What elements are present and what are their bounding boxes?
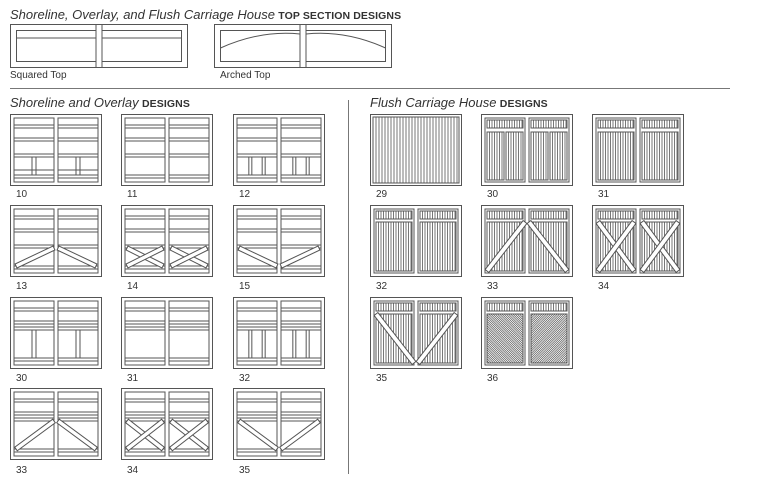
flush-heading: Flush Carriage House DESIGNS xyxy=(370,95,548,110)
shoreline-design-label: 30 xyxy=(16,373,28,384)
shoreline-design-diagram xyxy=(10,297,102,369)
shoreline-heading: Shoreline and Overlay DESIGNS xyxy=(10,95,190,110)
squared-top-label: Squared Top xyxy=(10,70,67,81)
shoreline-design-label: 14 xyxy=(127,281,139,292)
shoreline-design-label: 15 xyxy=(239,281,251,292)
column-divider xyxy=(348,100,349,474)
flush-design-label: 33 xyxy=(487,281,499,292)
flush-design-label: 34 xyxy=(598,281,610,292)
arched-top-label: Arched Top xyxy=(220,70,271,81)
shoreline-design-diagram xyxy=(121,205,213,277)
flush-design-label: 32 xyxy=(376,281,388,292)
shoreline-design-label: 34 xyxy=(127,465,139,476)
flush-design-diagram xyxy=(481,205,573,277)
squared-top-diagram xyxy=(10,24,188,68)
top-section-heading-italic: Shoreline, Overlay, and Flush Carriage H… xyxy=(10,7,275,22)
flush-design-diagram xyxy=(481,114,573,186)
shoreline-design-diagram xyxy=(233,388,325,460)
shoreline-design-label: 11 xyxy=(127,189,138,200)
shoreline-design-label: 13 xyxy=(16,281,28,292)
flush-design-diagram xyxy=(370,114,462,186)
flush-design-label: 35 xyxy=(376,373,388,384)
flush-design-label: 29 xyxy=(376,189,388,200)
flush-design-diagram xyxy=(370,205,462,277)
shoreline-heading-italic: Shoreline and Overlay xyxy=(10,95,139,110)
flush-design-label: 30 xyxy=(487,189,499,200)
arched-top-diagram xyxy=(214,24,392,68)
shoreline-design-diagram xyxy=(233,297,325,369)
shoreline-design-diagram xyxy=(121,114,213,186)
shoreline-design-diagram xyxy=(233,114,325,186)
section-divider xyxy=(10,88,730,89)
shoreline-design-label: 33 xyxy=(16,465,28,476)
shoreline-design-label: 32 xyxy=(239,373,251,384)
shoreline-design-diagram xyxy=(10,205,102,277)
shoreline-design-diagram xyxy=(233,205,325,277)
shoreline-design-diagram xyxy=(121,297,213,369)
flush-design-diagram xyxy=(370,297,462,369)
flush-design-diagram xyxy=(592,205,684,277)
shoreline-design-label: 10 xyxy=(16,189,28,200)
shoreline-design-label: 35 xyxy=(239,465,251,476)
shoreline-design-diagram xyxy=(121,388,213,460)
flush-design-label: 31 xyxy=(598,189,610,200)
flush-heading-italic: Flush Carriage House xyxy=(370,95,497,110)
shoreline-heading-bold: DESIGNS xyxy=(141,98,190,110)
flush-heading-bold: DESIGNS xyxy=(499,98,548,110)
flush-design-diagram xyxy=(481,297,573,369)
top-section-heading: Shoreline, Overlay, and Flush Carriage H… xyxy=(10,7,401,22)
shoreline-design-diagram xyxy=(10,388,102,460)
shoreline-design-label: 31 xyxy=(127,373,139,384)
shoreline-design-diagram xyxy=(10,114,102,186)
top-section-heading-bold: TOP SECTION DESIGNS xyxy=(278,10,402,22)
flush-design-diagram xyxy=(592,114,684,186)
shoreline-design-label: 12 xyxy=(239,189,251,200)
flush-design-label: 36 xyxy=(487,373,499,384)
